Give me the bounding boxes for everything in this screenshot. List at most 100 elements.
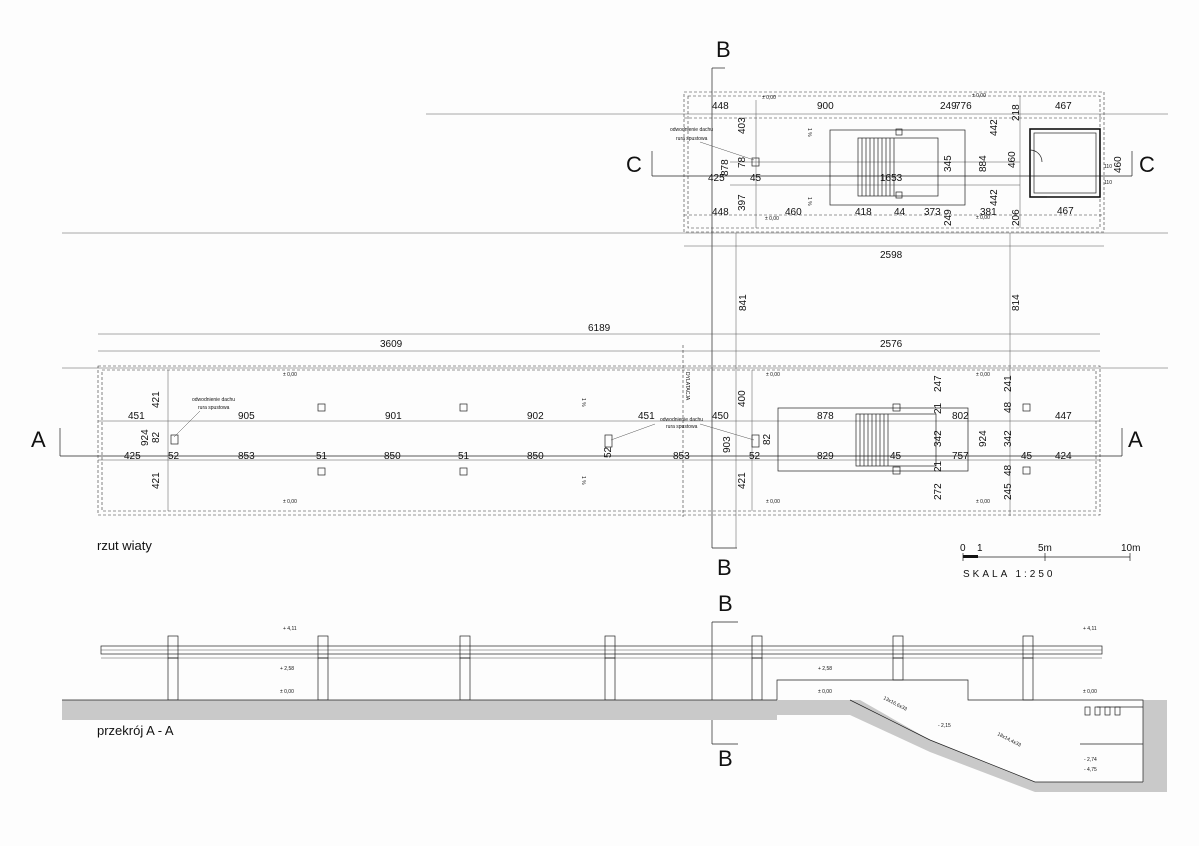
level-top-3: ± 0,00 [765,216,779,222]
scale-tick-10: 10m [1121,543,1140,554]
level-top-1: ± 0,00 [762,95,776,101]
dim-802: 802 [952,411,969,422]
scale-tick-1: 1 [977,543,983,554]
level-plan-2: ± 0,00 [766,372,780,378]
dim-397: 397 [737,194,748,211]
dim-1653: 1653 [880,173,903,184]
top-plan: 448 900 249 776 467 218 403 442 878 78 4… [62,91,1168,548]
section-letter-b-mid: B [717,555,732,580]
dim-425-plan: 425 [124,451,141,462]
column [317,403,326,412]
dim-241: 241 [1003,375,1014,392]
dim-467a: 467 [1055,101,1072,112]
dim-373: 373 [924,207,941,218]
dim-850b: 850 [527,451,544,462]
column [751,157,760,167]
dim-467b: 467 [1057,206,1074,217]
level-475: - 4,75 [1084,767,1097,773]
note-drain-left-1: odwodnienie dachu [192,397,235,403]
dim-342a: 342 [933,430,944,447]
column [1022,466,1031,475]
dim-853b: 853 [673,451,690,462]
section-line-c [651,151,1133,177]
dim-425: 425 [708,173,725,184]
dim-442a: 442 [989,119,1000,136]
section-letter-b-sec-bot: B [718,746,733,771]
dim-21a: 21 [933,402,944,414]
dim-448b: 448 [712,207,729,218]
dim-110a: 110 [1104,164,1112,170]
dim-901: 901 [385,411,402,422]
dim-448a: 448 [712,101,729,112]
level-top-4: ± 0,00 [976,215,990,221]
dim-447: 447 [1055,411,1072,422]
slope-plan-2: 1 % [580,476,586,485]
dim-2598: 2598 [880,250,903,261]
dim-245: 245 [1003,483,1014,500]
dim-403: 403 [737,117,748,134]
column [892,466,901,475]
dim-924b: 924 [978,430,989,447]
dim-345: 345 [943,155,954,172]
dim-841: 841 [738,294,749,311]
dim-342b: 342 [1003,430,1014,447]
level-plan-3: ± 0,00 [976,372,990,378]
dim-51b: 51 [458,451,470,462]
column [895,191,903,199]
column [317,467,326,476]
column [1022,403,1031,412]
column [892,403,901,412]
note-drain-left-2: rura spustowa [198,405,230,411]
note-drain-top-1: odwodnienie dachu [670,127,713,133]
level-ground-1: ± 0,00 [280,689,294,695]
dim-460a: 460 [1007,151,1018,168]
level-under-2: + 2,58 [818,666,832,672]
dim-400: 400 [737,390,748,407]
dim-45b: 45 [1021,451,1033,462]
dim-247: 247 [933,375,944,392]
dim-878-plan: 878 [817,411,834,422]
kiosk-room [1029,128,1101,198]
slope-plan-1: 1 % [580,398,586,407]
level-274: - 2,74 [1084,757,1097,763]
dim-82b: 82 [762,433,773,445]
dim-249: 249 [940,101,957,112]
level-ground-2: ± 0,00 [818,689,832,695]
level-roof-1: + 4,11 [283,626,297,632]
dim-421b: 421 [151,472,162,489]
section-letter-b-top: B [716,37,731,62]
scale-tick-5: 5m [1038,543,1052,554]
column [751,434,760,448]
dim-902: 902 [527,411,544,422]
level-plan-1: ± 0,00 [283,372,297,378]
dim-249b: 249 [943,209,954,226]
dim-381: 381 [980,207,997,218]
section-line-b-section [711,621,738,745]
stair-label-lower: 18x14,4x33 [996,731,1022,748]
dim-82a: 82 [151,431,162,443]
dim-900: 900 [817,101,834,112]
section-letter-b-sec-top: B [718,591,733,616]
dim-829: 829 [817,451,834,462]
dim-110b: 110 [1104,180,1112,186]
dim-776: 776 [955,101,972,112]
dim-272: 272 [933,483,944,500]
dim-52b: 52 [749,451,761,462]
section-letter-c-right: C [1139,152,1155,177]
dim-424: 424 [1055,451,1072,462]
stair-upper [829,129,966,206]
note-drain-top-2: rura spustowa [676,136,708,142]
note-dylatacja: DYLATACJA [684,372,690,401]
dim-924a: 924 [140,429,151,446]
slope-top-2: 1 % [806,197,812,206]
dim-442b: 442 [989,189,1000,206]
dim-814: 814 [1011,294,1022,311]
dim-451a: 451 [128,411,145,422]
dim-45: 45 [750,173,762,184]
dim-218: 218 [1011,104,1022,121]
column [459,467,468,476]
dim-905: 905 [238,411,255,422]
plan-title: rzut wiaty [97,538,152,553]
dim-48a: 48 [1003,401,1014,413]
level-roof-2: + 4,11 [1083,626,1097,632]
